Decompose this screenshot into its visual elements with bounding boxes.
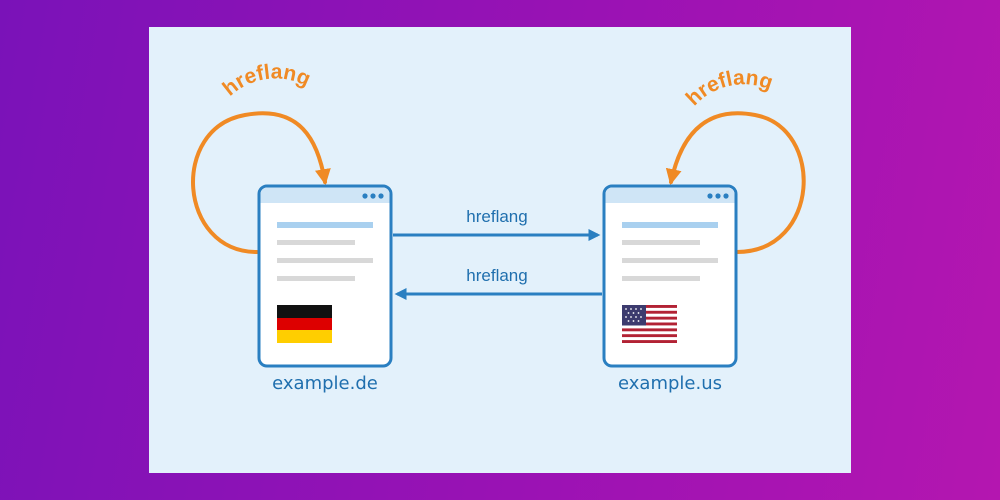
usa-flag-icon xyxy=(622,305,677,343)
page-card-left xyxy=(257,184,393,368)
window-dots-icon xyxy=(707,193,729,199)
domain-label-left: example.de xyxy=(272,373,378,394)
content-line xyxy=(277,258,373,263)
content-line xyxy=(277,222,373,228)
self-loop-arrow-left xyxy=(191,111,331,254)
hreflang-label-back: hreflang xyxy=(466,266,527,285)
content-line xyxy=(277,240,355,245)
self-loop-label-right: hreflang xyxy=(682,66,776,110)
page-card-right xyxy=(602,184,738,368)
hreflang-label-forward: hreflang xyxy=(466,207,527,226)
content-line xyxy=(622,222,718,228)
window-dots-icon xyxy=(362,193,384,199)
domain-label-right: example.us xyxy=(618,373,722,394)
self-loop-label-right-text: hreflang xyxy=(682,66,776,110)
content-line xyxy=(277,276,355,281)
content-line xyxy=(622,240,700,245)
self-loop-label-left: hreflang xyxy=(218,60,313,100)
self-loop-label-left-text: hreflang xyxy=(218,60,313,100)
content-line xyxy=(622,276,700,281)
content-line xyxy=(622,258,718,263)
self-loop-arrow-right xyxy=(665,111,806,254)
germany-flag-icon xyxy=(277,305,332,343)
